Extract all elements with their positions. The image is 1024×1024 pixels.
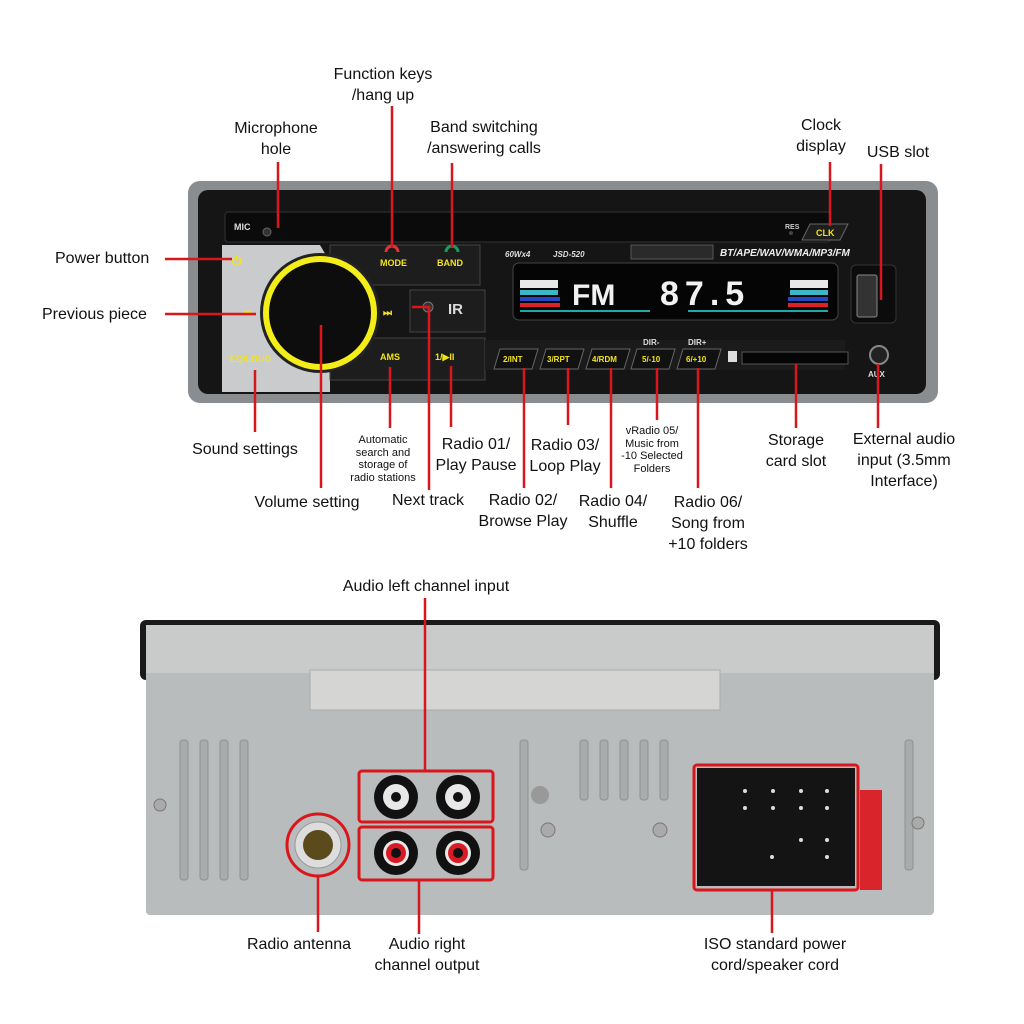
svg-text:4/RDM: 4/RDM xyxy=(592,355,617,364)
next-icon[interactable]: ⏭ xyxy=(383,308,392,319)
callout-radio-06: Radio 06/Song from+10 folders xyxy=(668,494,748,553)
rca-right-channel-outputs xyxy=(374,831,480,875)
display-band: FM xyxy=(572,279,615,312)
ir-label: IR xyxy=(448,301,463,318)
callout-radio-02: Radio 02/Browse Play xyxy=(478,492,568,530)
wattage-label: 60Wx4 xyxy=(505,250,531,259)
microphone-hole xyxy=(262,227,272,237)
callout-audio-left-input: Audio left channel input xyxy=(342,578,510,595)
eq-loud-button[interactable]: EQ/LOUD xyxy=(230,354,272,364)
callout-sound-settings: Sound settings xyxy=(192,441,298,458)
preset-button-3[interactable] xyxy=(539,348,585,370)
callout-volume-setting: Volume setting xyxy=(254,494,360,511)
callout-radio-03: Radio 03/Loop Play xyxy=(529,437,601,475)
callout-previous-piece: Previous piece xyxy=(42,306,147,323)
callout-function-keys: Function keys/hang up xyxy=(333,66,433,104)
svg-text:2/INT: 2/INT xyxy=(503,355,523,364)
equalizer-bars-right xyxy=(688,280,828,312)
svg-text:5/-10: 5/-10 xyxy=(642,355,661,364)
mode-button[interactable]: MODE xyxy=(380,258,407,268)
svg-text:3/RPT: 3/RPT xyxy=(547,355,570,364)
power-icon[interactable]: ⏻ xyxy=(232,254,242,268)
callout-next-track: Next track xyxy=(391,492,465,509)
play-pause-button[interactable]: 1/▶II xyxy=(435,352,454,362)
usb-slot[interactable] xyxy=(856,274,878,318)
ams-button[interactable]: AMS xyxy=(380,352,400,362)
reset-hole[interactable] xyxy=(789,231,793,235)
preset-button-6[interactable] xyxy=(676,348,722,370)
callout-radio-04: Radio 04/Shuffle xyxy=(578,493,648,531)
spec-sticker xyxy=(309,669,721,711)
sd-card-icon xyxy=(728,351,737,362)
equalizer-bars-left xyxy=(520,280,650,312)
svg-text:6/+10: 6/+10 xyxy=(686,355,707,364)
preset-buttons: 2/INT 3/RPT 4/RDM 5/-10 6/+10 xyxy=(493,348,722,370)
band-button[interactable]: BAND xyxy=(437,258,463,268)
iso-connector xyxy=(697,768,855,886)
display-frequency: 87.5 xyxy=(660,275,750,313)
mic-label: MIC xyxy=(234,222,251,232)
clk-label: CLK xyxy=(816,228,835,238)
preset-button-5[interactable] xyxy=(630,348,676,370)
callout-radio-01: Radio 01/Play Pause xyxy=(435,436,517,474)
model-label: JSD-520 xyxy=(553,250,585,259)
callout-power-button: Power button xyxy=(55,250,150,267)
callout-usb-slot: USB slot xyxy=(866,144,930,161)
clk-button[interactable] xyxy=(801,223,849,241)
preset-button-2[interactable] xyxy=(493,348,539,370)
reset-label: RES xyxy=(785,224,800,231)
iso-fuse xyxy=(860,790,882,890)
lcd-display xyxy=(512,262,839,321)
callout-radio-antenna: Radio antenna xyxy=(246,936,352,953)
rca-left-channel-inputs xyxy=(374,775,480,819)
formats-label: BT/APE/WAV/WMA/MP3/FM xyxy=(720,248,850,259)
callout-band-switching: Band switching/answering calls xyxy=(427,119,541,157)
preset-button-4[interactable] xyxy=(585,348,631,370)
dir-minus-label: DIR- xyxy=(643,338,660,347)
dir-plus-label: DIR+ xyxy=(688,338,707,347)
